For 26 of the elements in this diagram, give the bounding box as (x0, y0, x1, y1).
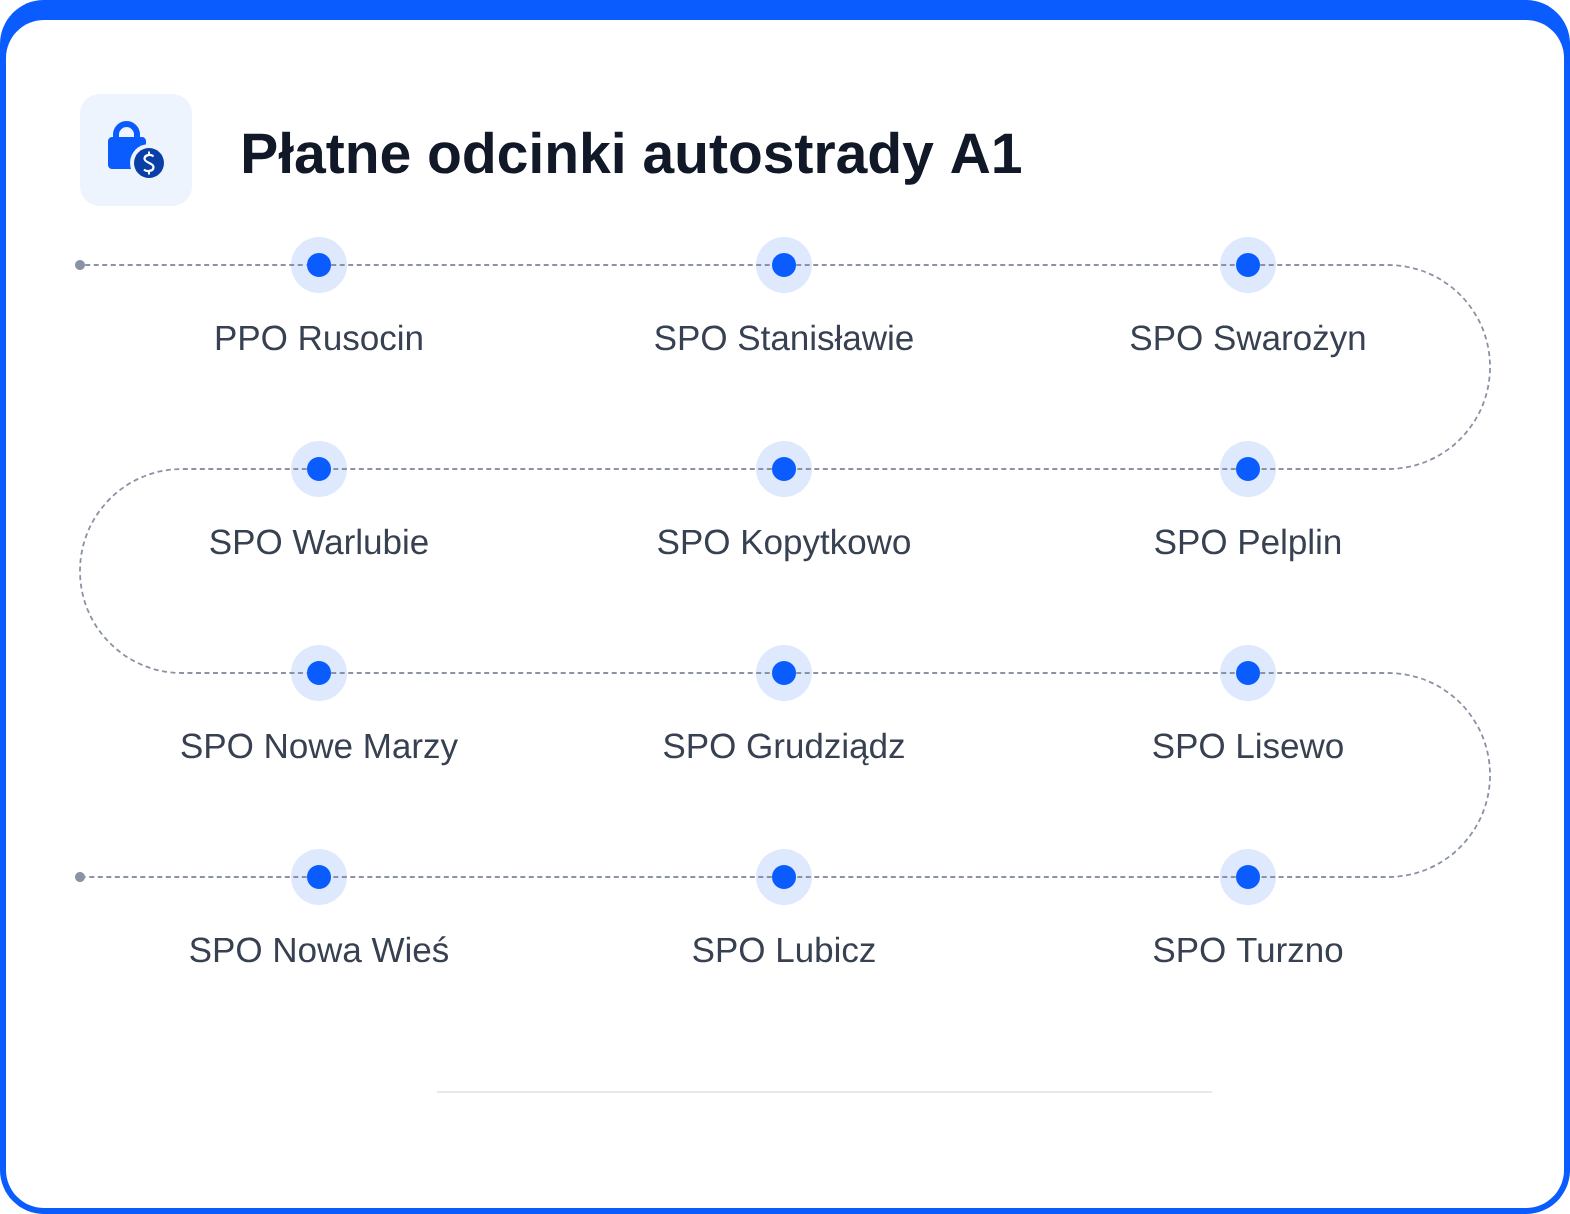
station-label: SPO Nowe Marzy (181, 733, 458, 766)
station-label: SPO Nowa Wieś (190, 936, 448, 963)
dashed-route-line (795, 264, 1237, 266)
station-label: SPO Stanisławie (655, 324, 913, 351)
dashed-route-line (330, 468, 773, 470)
station-label: SPO Pelplin (1155, 528, 1341, 562)
dashed-route-line (84, 264, 308, 266)
station-label: SPO Grudziądz (664, 732, 904, 766)
dashed-route-line (1259, 264, 1491, 470)
dashed-route-line (795, 672, 1237, 674)
dashed-route-line (795, 876, 1237, 878)
station-label: SPO Turzno (1153, 937, 1343, 963)
station-label: SPO Lubicz (693, 936, 875, 963)
station-label: SPO Lisewo (1153, 732, 1343, 759)
station-label: SPO Swarożyn (1130, 324, 1365, 358)
dashed-route-line (330, 876, 773, 878)
dashed-route-line (795, 468, 1237, 470)
dashed-route-line (84, 876, 308, 878)
dashed-route-line (79, 468, 308, 674)
station-label: PPO Rusocin (216, 324, 422, 351)
dashed-route-line (330, 672, 773, 674)
station-label: SPO Warlubie (210, 528, 428, 555)
dashed-route-line (330, 264, 773, 266)
title: Płatne odcinki autostrady A1 (244, 131, 1021, 185)
station-label: SPO Kopytkowo (658, 528, 910, 562)
dashed-route-line (1259, 672, 1491, 878)
